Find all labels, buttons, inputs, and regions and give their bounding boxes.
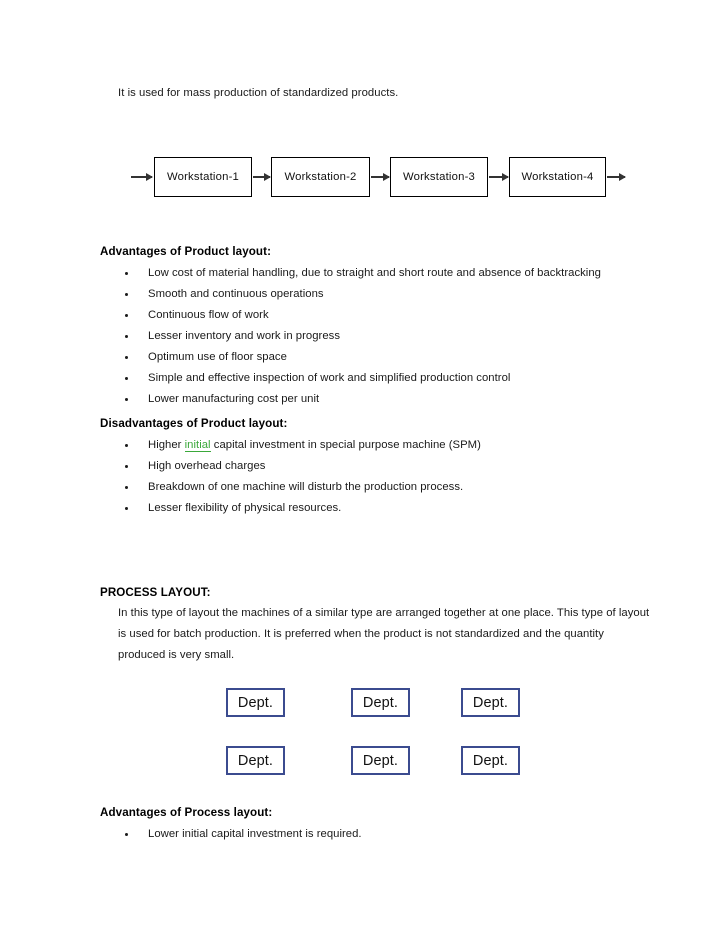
workstation-node-4: Workstation-4 — [509, 157, 606, 197]
list-item-label: Smooth and continuous operations — [148, 288, 324, 300]
bullet-dot-icon — [125, 356, 128, 359]
bullet-dot-icon — [125, 377, 128, 380]
bullet-dot-icon — [125, 335, 128, 338]
flow-arrow-2-to-3 — [371, 172, 390, 181]
list-item: Higher initial capital investment in spe… — [0, 436, 728, 457]
list-item: Lower manufacturing cost per unit — [0, 390, 728, 411]
list-item: Lower initial capital investment is requ… — [0, 825, 728, 846]
list-item: Smooth and continuous operations — [0, 285, 728, 306]
bullet-dot-icon — [125, 507, 128, 510]
dept-box-label: Dept. — [472, 752, 509, 769]
list-item-label: Higher initial capital investment in spe… — [148, 436, 481, 454]
list-item: High overhead charges — [0, 457, 728, 478]
process-layout-paragraph-line-1: In this type of layout the machines of a… — [118, 607, 650, 619]
list-item-label: Optimum use of floor space — [148, 351, 287, 363]
intro-sentence: It is used for mass production of standa… — [118, 87, 399, 99]
flow-arrow-out — [607, 172, 626, 181]
dept-box: Dept. — [461, 688, 520, 717]
list-item: Lesser flexibility of physical resources… — [0, 499, 728, 520]
bullet-dot-icon — [125, 293, 128, 296]
spellcheck-flagged-word: initial — [184, 439, 211, 452]
flow-arrow-3-to-4 — [489, 172, 509, 181]
list-item-label: Lower manufacturing cost per unit — [148, 393, 320, 405]
bullet-dot-icon — [125, 314, 128, 317]
advantages-product-layout-heading: Advantages of Product layout: — [100, 245, 272, 258]
bullet-dot-icon — [125, 444, 128, 447]
workstation-node-2-label: Workstation-2 — [284, 171, 357, 183]
dept-box: Dept. — [226, 746, 285, 775]
dept-box-label: Dept. — [237, 752, 274, 769]
disadvantages-product-layout-heading: Disadvantages of Product layout: — [100, 417, 288, 430]
workstation-node-3: Workstation-3 — [390, 157, 488, 197]
dept-box: Dept. — [351, 688, 410, 717]
list-item: Continuous flow of work — [0, 306, 728, 327]
flow-arrow-in — [131, 172, 153, 181]
list-item-label: Lesser inventory and work in progress — [148, 330, 340, 342]
bullet-dot-icon — [125, 272, 128, 275]
list-item-label: Lower initial capital investment is requ… — [148, 828, 362, 840]
bullet-dot-icon — [125, 833, 128, 836]
list-item-label: Lesser flexibility of physical resources… — [148, 502, 342, 514]
bullet-dot-icon — [125, 465, 128, 468]
list-item: Lesser inventory and work in progress — [0, 327, 728, 348]
dept-box: Dept. — [351, 746, 410, 775]
workstation-node-1-label: Workstation-1 — [166, 171, 240, 183]
dept-box-label: Dept. — [362, 752, 399, 769]
process-layout-paragraph: In this type of layout the machines of a… — [118, 603, 658, 666]
bullet-dot-icon — [125, 486, 128, 489]
list-item: Optimum use of floor space — [0, 348, 728, 369]
list-item-label: Simple and effective inspection of work … — [148, 372, 511, 384]
list-item-label: High overhead charges — [148, 460, 266, 472]
product-layout-flow-diagram: Workstation-1 Workstation-2 Workstation-… — [0, 150, 728, 208]
workstation-node-4-label: Workstation-4 — [521, 171, 594, 183]
list-item: Simple and effective inspection of work … — [0, 369, 728, 390]
dept-box: Dept. — [461, 746, 520, 775]
workstation-node-3-label: Workstation-3 — [402, 171, 476, 183]
process-layout-paragraph-line-3: produced is very small. — [118, 649, 235, 661]
list-item-label: Breakdown of one machine will disturb th… — [148, 481, 464, 493]
flow-arrow-1-to-2 — [253, 172, 271, 181]
list-item-label: Low cost of material handling, due to st… — [148, 267, 601, 279]
list-item-label: Continuous flow of work — [148, 309, 269, 321]
disadvantages-product-layout-list: Higher initial capital investment in spe… — [0, 436, 728, 520]
advantages-process-layout-heading: Advantages of Process layout: — [100, 806, 273, 819]
advantages-product-layout-list: Low cost of material handling, due to st… — [0, 264, 728, 411]
advantages-process-layout-list: Lower initial capital investment is requ… — [0, 825, 728, 846]
process-layout-heading: PROCESS LAYOUT: — [100, 586, 211, 599]
process-layout-paragraph-line-2: is used for batch production. It is pref… — [118, 628, 604, 640]
workstation-node-1: Workstation-1 — [154, 157, 252, 197]
process-layout-dept-grid: Dept. Dept. Dept. Dept. Dept. Dept. — [0, 686, 728, 778]
list-item-text-prefix: Higher — [148, 439, 185, 451]
dept-box-label: Dept. — [237, 694, 274, 711]
list-item: Low cost of material handling, due to st… — [0, 264, 728, 285]
dept-box-label: Dept. — [362, 694, 399, 711]
dept-box: Dept. — [226, 688, 285, 717]
bullet-dot-icon — [125, 398, 128, 401]
workstation-node-2: Workstation-2 — [271, 157, 370, 197]
list-item: Breakdown of one machine will disturb th… — [0, 478, 728, 499]
dept-box-label: Dept. — [472, 694, 509, 711]
list-item-text-suffix: capital investment in special purpose ma… — [210, 439, 481, 451]
